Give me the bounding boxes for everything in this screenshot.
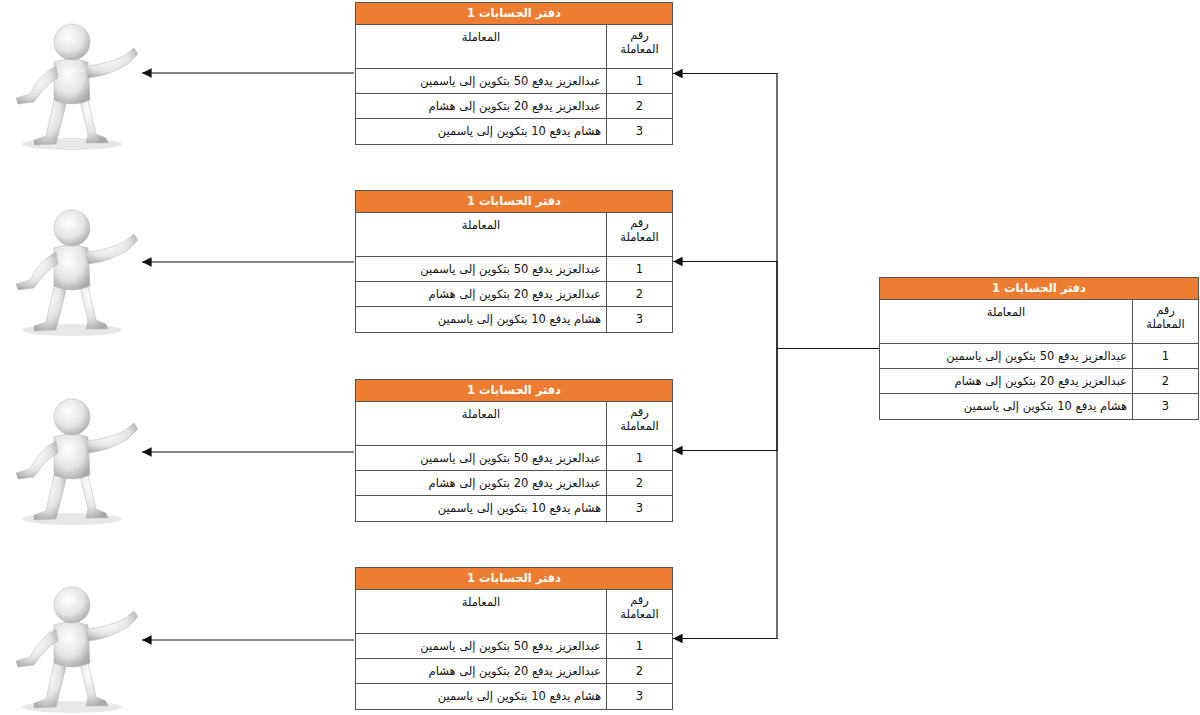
ledger-title: دفتر الحسابات 1 xyxy=(356,568,672,590)
transaction-text: عبدالعزيز يدفع 20 بتكوين إلى هشام xyxy=(356,282,606,307)
ledger-table: دفتر الحسابات 1رقم المعاملةالمعاملة1عبدا… xyxy=(879,277,1199,420)
ledger-grid: رقم المعاملةالمعاملة1عبدالعزيز يدفع 50 ب… xyxy=(356,213,672,332)
transaction-number: 2 xyxy=(606,94,672,119)
transaction-number: 3 xyxy=(606,684,672,709)
transaction-text: عبدالعزيز يدفع 20 بتكوين إلى هشام xyxy=(356,471,606,496)
transaction-text: هشام يدفع 10 بتكوين إلى ياسمين xyxy=(356,119,606,144)
ledger-title: دفتر الحسابات 1 xyxy=(880,278,1198,300)
broadcast-arrow xyxy=(673,349,879,639)
column-header: المعاملة xyxy=(356,590,606,634)
transaction-number: 2 xyxy=(606,282,672,307)
transaction-text: هشام يدفع 10 بتكوين إلى ياسمين xyxy=(356,307,606,332)
transaction-number: 3 xyxy=(1132,394,1198,419)
column-header: رقم المعاملة xyxy=(1132,300,1198,344)
transaction-text: هشام يدفع 10 بتكوين إلى ياسمين xyxy=(880,394,1132,419)
ledger-table: دفتر الحسابات 1رقم المعاملةالمعاملة1عبدا… xyxy=(355,567,673,710)
ledger-table: دفتر الحسابات 1رقم المعاملةالمعاملة1عبدا… xyxy=(355,190,673,333)
ledger-grid: رقم المعاملةالمعاملة1عبدالعزيز يدفع 50 ب… xyxy=(356,402,672,521)
transaction-text: عبدالعزيز يدفع 20 بتكوين إلى هشام xyxy=(356,94,606,119)
transaction-text: عبدالعزيز يدفع 50 بتكوين إلى ياسمين xyxy=(356,446,606,471)
transaction-text: عبدالعزيز يدفع 50 بتكوين إلى ياسمين xyxy=(356,634,606,659)
transaction-number: 1 xyxy=(606,69,672,94)
ledger-grid: رقم المعاملةالمعاملة1عبدالعزيز يدفع 50 ب… xyxy=(356,590,672,709)
transaction-text: عبدالعزيز يدفع 50 بتكوين إلى ياسمين xyxy=(356,257,606,282)
transaction-number: 3 xyxy=(606,307,672,332)
column-header: المعاملة xyxy=(356,25,606,69)
transaction-number: 2 xyxy=(606,659,672,684)
transaction-number: 1 xyxy=(606,446,672,471)
broadcast-arrow xyxy=(673,262,879,349)
broadcast-arrow xyxy=(673,74,879,349)
column-header: المعاملة xyxy=(356,213,606,257)
transaction-text: عبدالعزيز يدفع 50 بتكوين إلى ياسمين xyxy=(880,344,1132,369)
transaction-text: عبدالعزيز يدفع 20 بتكوين إلى هشام xyxy=(880,369,1132,394)
ledger-grid: رقم المعاملةالمعاملة1عبدالعزيز يدفع 50 ب… xyxy=(356,25,672,144)
transaction-text: هشام يدفع 10 بتكوين إلى ياسمين xyxy=(356,684,606,709)
ledger-title: دفتر الحسابات 1 xyxy=(356,191,672,213)
transaction-number: 1 xyxy=(606,257,672,282)
column-header: رقم المعاملة xyxy=(606,25,672,69)
transaction-text: هشام يدفع 10 بتكوين إلى ياسمين xyxy=(356,496,606,521)
transaction-number: 3 xyxy=(606,496,672,521)
ledger-table: دفتر الحسابات 1رقم المعاملةالمعاملة1عبدا… xyxy=(355,379,673,522)
column-header: رقم المعاملة xyxy=(606,402,672,446)
transaction-number: 2 xyxy=(606,471,672,496)
transaction-text: عبدالعزيز يدفع 50 بتكوين إلى ياسمين xyxy=(356,69,606,94)
transaction-number: 2 xyxy=(1132,369,1198,394)
transaction-number: 3 xyxy=(606,119,672,144)
column-header: رقم المعاملة xyxy=(606,213,672,257)
column-header: رقم المعاملة xyxy=(606,590,672,634)
ledger-title: دفتر الحسابات 1 xyxy=(356,380,672,402)
leader-arrow xyxy=(142,73,354,640)
column-header: المعاملة xyxy=(356,402,606,446)
broadcast-arrow xyxy=(673,349,879,451)
transaction-number: 1 xyxy=(1132,344,1198,369)
ledger-grid: رقم المعاملةالمعاملة1عبدالعزيز يدفع 50 ب… xyxy=(880,300,1198,419)
ledger-table: دفتر الحسابات 1رقم المعاملةالمعاملة1عبدا… xyxy=(355,2,673,145)
transaction-text: عبدالعزيز يدفع 20 بتكوين إلى هشام xyxy=(356,659,606,684)
ledger-title: دفتر الحسابات 1 xyxy=(356,3,672,25)
column-header: المعاملة xyxy=(880,300,1132,344)
transaction-number: 1 xyxy=(606,634,672,659)
